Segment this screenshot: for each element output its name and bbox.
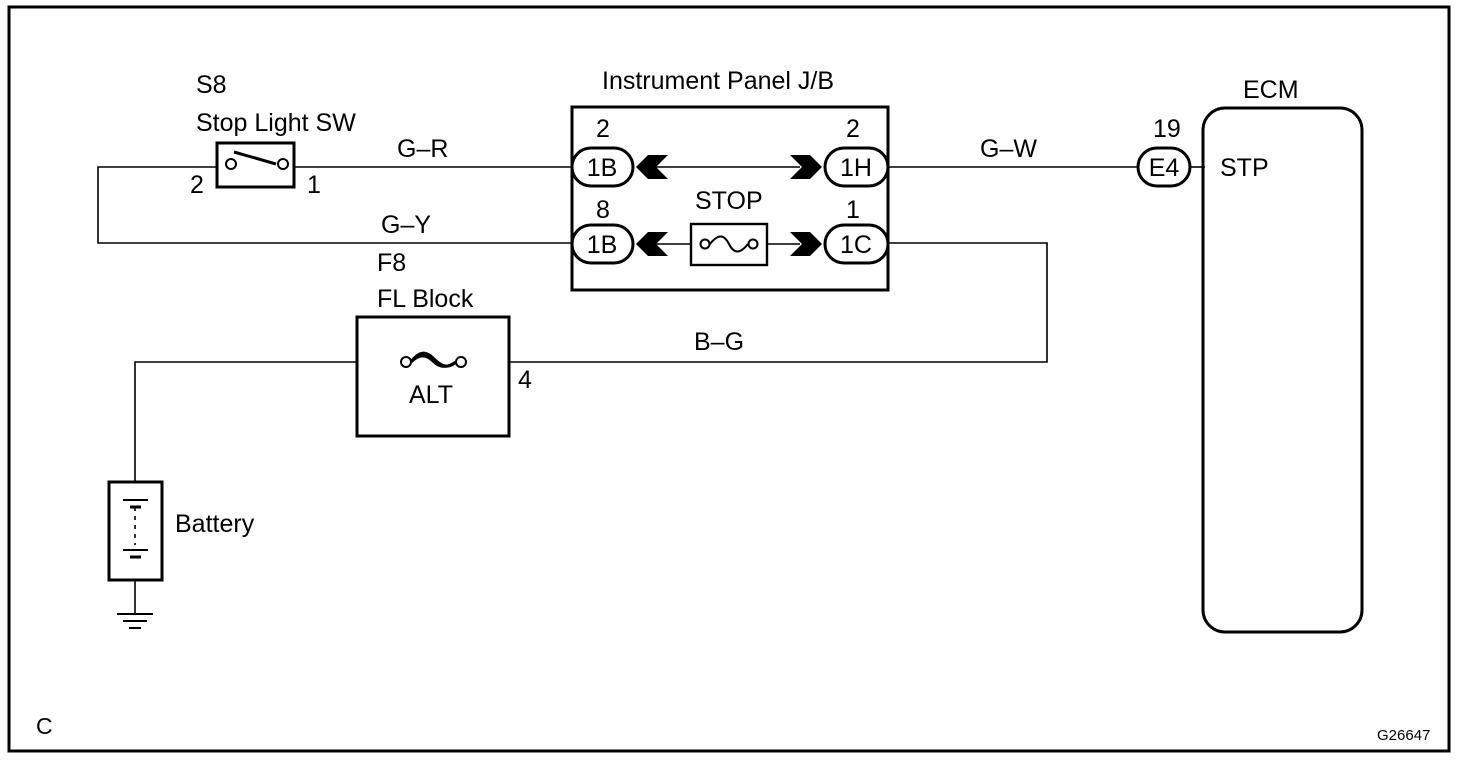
alt-fuse-label: ALT — [409, 381, 453, 409]
jb-pin-1b-bottom: 8 — [596, 196, 610, 224]
wire-label-g-r: G–R — [397, 135, 448, 163]
stop-fuse-icon — [709, 235, 749, 253]
corner-label: C — [36, 713, 53, 739]
stop-light-switch: S8 Stop Light SW 2 1 — [190, 71, 356, 199]
alt-fuse-terminal-left — [400, 356, 412, 368]
jb-arrow-left-top — [636, 155, 668, 179]
switch-contact-right — [277, 158, 289, 170]
wires — [97, 166, 1205, 614]
ecm: ECM 19 E4 STP — [1136, 76, 1364, 634]
fl-block-code: F8 — [377, 249, 406, 277]
jb-pin-1c: 1 — [846, 196, 860, 224]
jb-arrow-left-bottom — [636, 232, 668, 256]
jb-connector-1c — [823, 223, 890, 265]
switch-name: Stop Light SW — [196, 109, 356, 137]
jb-box — [570, 105, 890, 292]
alt-fuse-icon — [409, 351, 457, 368]
wire-label-b-g: B–G — [694, 328, 744, 356]
switch-lever — [233, 150, 277, 166]
jb-pin-1b-top: 2 — [596, 115, 610, 143]
ecm-connector-e4 — [1136, 146, 1192, 188]
ground-icon — [117, 613, 153, 629]
jb-title: Instrument Panel J/B — [602, 67, 834, 95]
fl-block-name: FL Block — [377, 285, 474, 313]
jb-connector-1b-bottom — [570, 223, 635, 265]
ecm-connector-label: E4 — [1149, 154, 1180, 182]
fl-block-box — [355, 315, 511, 438]
jb-arrow-right-top — [790, 155, 822, 179]
alt-fuse-terminal-right — [455, 356, 467, 368]
wire-label-g-w: G–W — [980, 135, 1037, 163]
ecm-title: ECM — [1243, 76, 1299, 104]
jb-connector-1b-top — [570, 146, 635, 188]
jb-connector-1b-bottom-label: 1B — [587, 231, 618, 259]
wire-label-g-y: G–Y — [381, 211, 431, 239]
jb-connector-1b-top-label: 1B — [587, 154, 618, 182]
battery: Battery — [107, 480, 255, 582]
fl-block-pin: 4 — [518, 366, 532, 394]
jb-stop-fuse-label: STOP — [695, 187, 763, 215]
switch-contact-left — [225, 158, 237, 170]
switch-pin-left: 2 — [190, 171, 204, 199]
instrument-panel-jb: Instrument Panel J/B 2 1B 2 1H 8 1B 1 1C… — [570, 67, 890, 292]
battery-box — [107, 480, 164, 582]
jb-pin-1h: 2 — [846, 115, 860, 143]
switch-code: S8 — [196, 71, 227, 99]
jb-connector-1h-label: 1H — [840, 154, 872, 182]
wire-battery — [134, 361, 357, 482]
jb-connector-1h — [823, 146, 890, 188]
jb-connector-1c-label: 1C — [840, 231, 872, 259]
figure-id: G26647 — [1377, 727, 1430, 744]
ecm-terminal-stp: STP — [1220, 154, 1269, 182]
stop-fuse-terminal-right — [747, 238, 759, 250]
jb-arrow-right-bottom — [790, 232, 822, 256]
ecm-box — [1201, 106, 1364, 634]
stop-fuse-terminal-left — [699, 238, 711, 250]
battery-label: Battery — [175, 510, 255, 538]
diagram-frame — [7, 5, 1451, 753]
wire-b-g — [509, 242, 1048, 363]
stop-fuse-box — [689, 222, 769, 267]
wire-g-y — [97, 166, 572, 244]
fl-block: F8 FL Block ALT 4 — [355, 249, 532, 438]
switch-pin-right: 1 — [307, 171, 321, 199]
ecm-pin: 19 — [1153, 115, 1181, 143]
switch-box — [215, 141, 296, 189]
